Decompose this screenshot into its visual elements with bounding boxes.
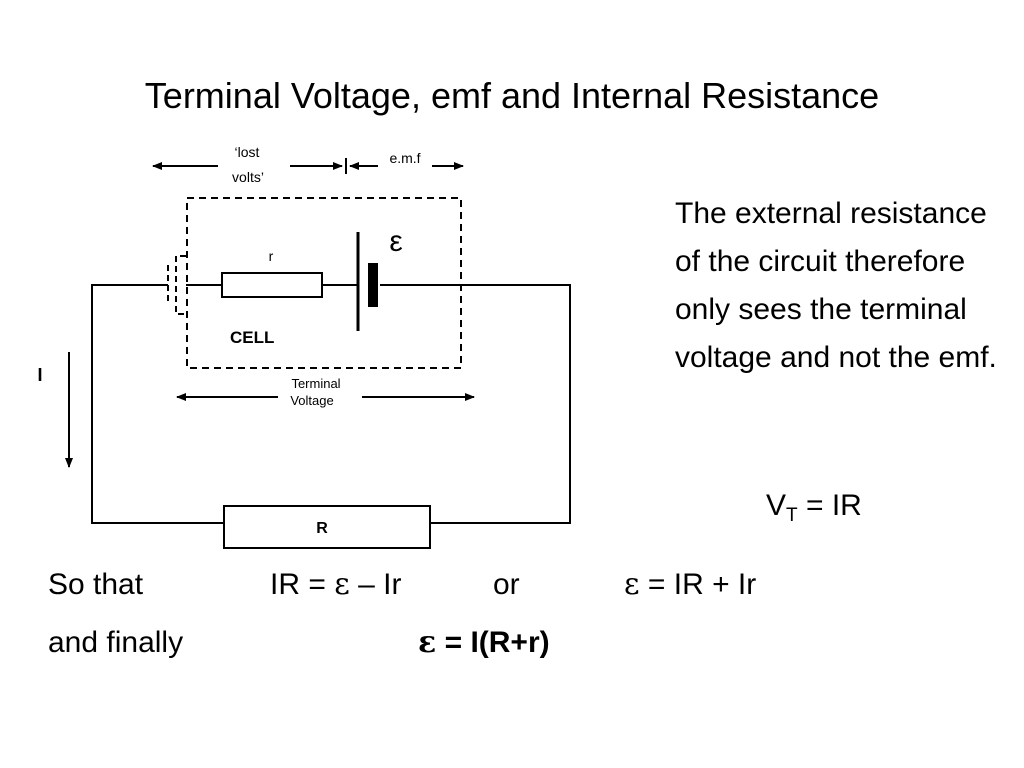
internal-resistor	[221, 272, 323, 298]
cell-box	[186, 197, 462, 369]
emf-symbol: ε	[389, 225, 402, 258]
vt-rest: = IR	[797, 489, 862, 522]
internal-resistor-label: r	[269, 248, 274, 264]
equation-1: IR = ε – Ir	[270, 565, 401, 605]
slide-title: Terminal Voltage, emf and Internal Resis…	[144, 75, 880, 116]
and-finally-label: and finally	[48, 626, 184, 659]
eq1-eps: ε	[334, 567, 350, 602]
eq1-right: – Ir	[349, 568, 402, 601]
terminal-voltage-equation: VT = IR	[766, 486, 862, 536]
cell-label: CELL	[230, 328, 274, 347]
final-right: = I(R+r)	[436, 626, 550, 659]
so-that-label: So that	[48, 568, 144, 601]
current-label: I	[37, 365, 42, 385]
emf-label: e.m.f	[389, 150, 420, 166]
or-label: or	[493, 568, 520, 601]
eq1-left: IR =	[270, 568, 335, 601]
equation-2: ε = IR + Ir	[624, 565, 756, 605]
explanation-text: The external resistance of the circuit t…	[675, 197, 997, 374]
vt-base: V	[766, 489, 787, 522]
vt-subscript: T	[786, 505, 798, 526]
eq2-right: = IR + Ir	[639, 568, 757, 601]
cell-short-plate	[368, 263, 378, 307]
external-resistor-label: R	[316, 520, 328, 537]
terminal-voltage-label-2: Voltage	[290, 393, 333, 408]
lost-volts-label-2: volts’	[232, 169, 264, 185]
eq2-eps: ε	[624, 567, 640, 602]
terminal-connector	[167, 255, 186, 315]
final-eps: ε	[418, 625, 437, 660]
lost-volts-label-1: ‘lost	[235, 144, 260, 160]
circuit-wires	[91, 284, 571, 524]
external-resistor	[223, 505, 431, 549]
terminal-voltage-label-1: Terminal	[291, 376, 340, 391]
final-equation: ε = I(R+r)	[418, 623, 550, 663]
